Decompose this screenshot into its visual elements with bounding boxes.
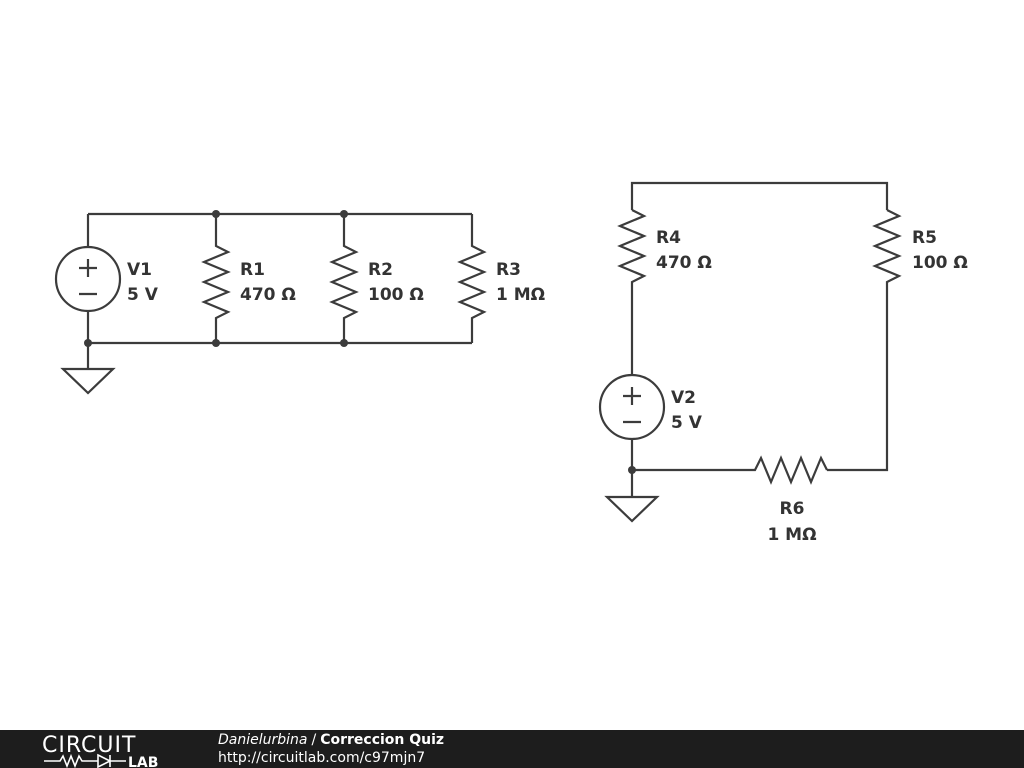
r3-value: 1 MΩ xyxy=(496,285,545,305)
junction-node xyxy=(212,339,220,347)
resistor-r3[interactable] xyxy=(457,214,487,343)
footer-bar: CIRCUIT LAB Danielurbina/Correccion Quiz… xyxy=(0,730,1024,768)
circuit-url-link[interactable]: http://circuitlab.com/c97mjn7 xyxy=(218,750,426,766)
r4-value: 470 Ω xyxy=(656,253,712,273)
r3-name: R3 xyxy=(496,260,521,280)
r4-name: R4 xyxy=(656,228,681,248)
junction-node xyxy=(212,210,220,218)
r1-value: 470 Ω xyxy=(240,285,296,305)
r5-name: R5 xyxy=(912,228,937,248)
logo-text-circuit: CIRCUIT xyxy=(42,733,136,758)
junction-node xyxy=(84,339,92,347)
author-link[interactable]: Danielurbina xyxy=(218,732,308,748)
ground-symbol-left xyxy=(60,343,116,395)
left-circuit: V1 5 V R1 470 Ω R2 100 Ω R3 1 MΩ xyxy=(54,210,545,395)
schematic-canvas: V1 5 V R1 470 Ω R2 100 Ω R3 1 MΩ xyxy=(54,181,968,545)
resistor-r5[interactable] xyxy=(827,209,902,472)
junction-node xyxy=(340,210,348,218)
logo-text-lab: LAB xyxy=(128,755,158,768)
footer-caption: Danielurbina/Correccion Quiz http://circ… xyxy=(218,731,444,767)
resistor-r2[interactable] xyxy=(329,214,359,343)
junction-node xyxy=(340,339,348,347)
r6-name: R6 xyxy=(780,499,805,519)
junction-node xyxy=(628,466,636,474)
circuit-title[interactable]: Correccion Quiz xyxy=(320,732,445,748)
r1-name: R1 xyxy=(240,260,265,280)
resistor-r4[interactable] xyxy=(617,209,647,375)
v1-name: V1 xyxy=(127,260,152,280)
v1-value: 5 V xyxy=(127,285,159,305)
ground-symbol-right xyxy=(604,495,660,523)
v2-value: 5 V xyxy=(671,413,703,433)
resistor-r1[interactable] xyxy=(201,214,231,343)
voltage-source-v1[interactable] xyxy=(54,214,122,343)
r2-name: R2 xyxy=(368,260,393,280)
wire-top xyxy=(630,181,889,210)
r2-value: 100 Ω xyxy=(368,285,424,305)
resistor-r6[interactable] xyxy=(632,455,828,485)
voltage-source-v2[interactable] xyxy=(598,373,666,497)
right-circuit: R4 470 Ω R5 100 Ω V2 5 V R6 1 MΩ xyxy=(598,181,968,545)
r5-value: 100 Ω xyxy=(912,253,968,273)
circuitlab-logo[interactable]: CIRCUIT LAB xyxy=(40,732,180,768)
path-separator: / xyxy=(311,732,317,748)
r6-value: 1 MΩ xyxy=(767,525,816,545)
v2-name: V2 xyxy=(671,388,696,408)
